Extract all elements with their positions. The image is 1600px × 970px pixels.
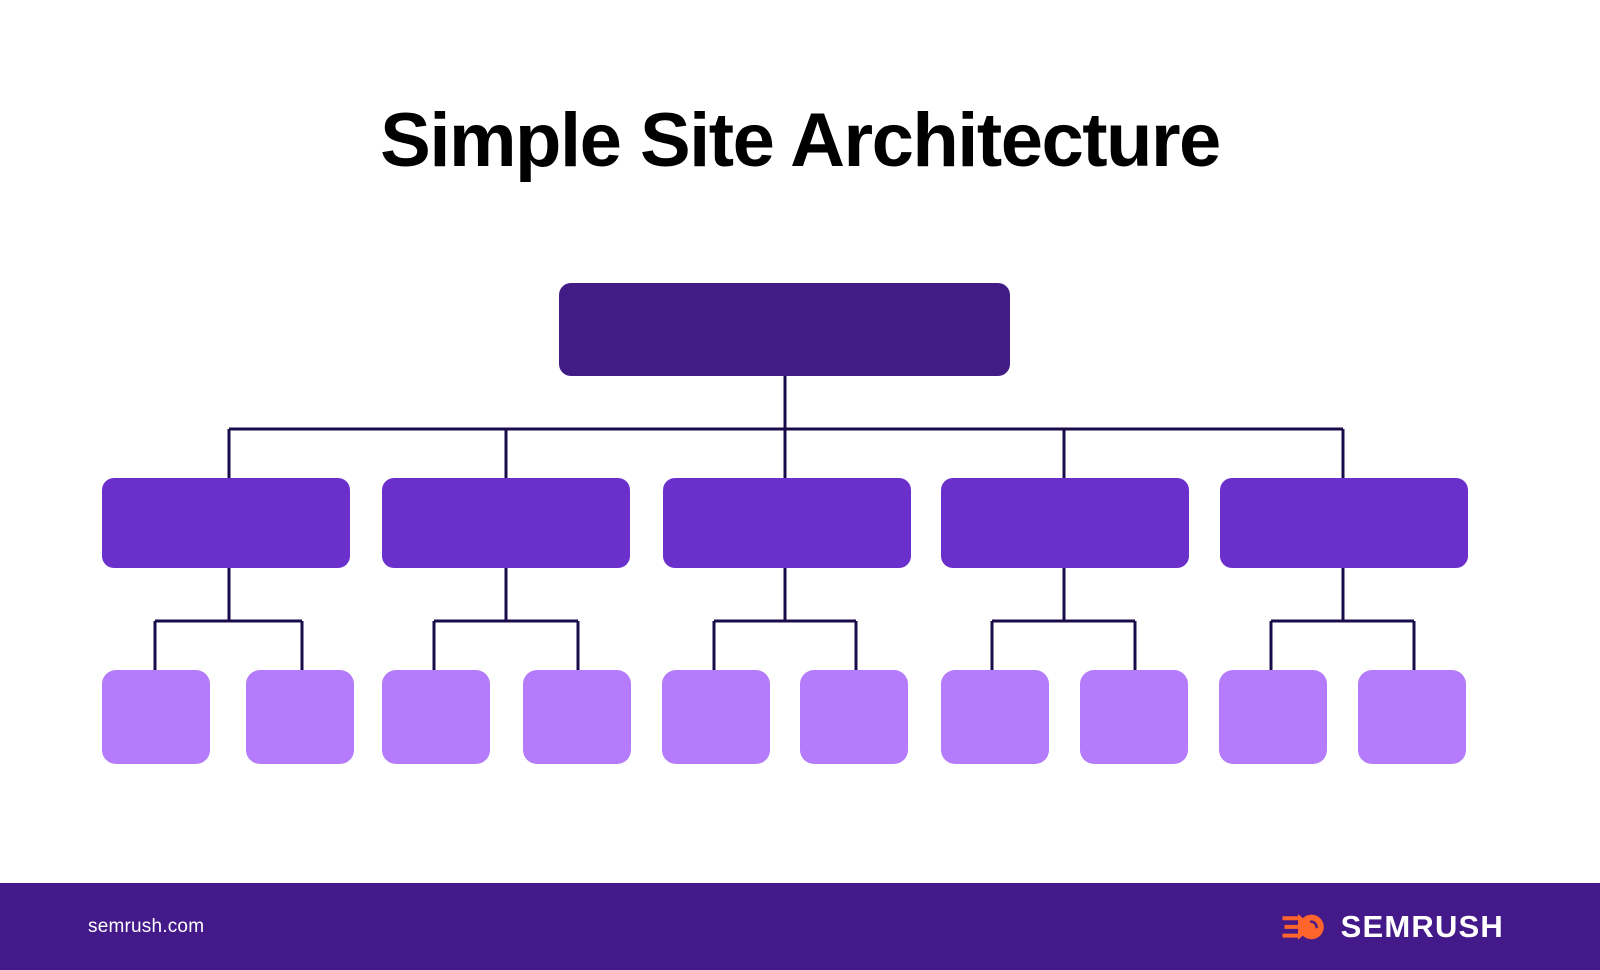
- semrush-comet-icon: [1282, 913, 1324, 940]
- node-level3-9[interactable]: [1219, 670, 1327, 764]
- node-level3-8[interactable]: [1080, 670, 1188, 764]
- semrush-logo[interactable]: SEMRUSH: [1282, 910, 1504, 944]
- node-level3-3[interactable]: [382, 670, 490, 764]
- node-level3-6[interactable]: [800, 670, 908, 764]
- footer-bar: semrush.com SEMRUSH: [0, 883, 1600, 970]
- node-level3-1[interactable]: [102, 670, 210, 764]
- site-architecture-diagram: [102, 283, 1468, 764]
- page-title: Simple Site Architecture: [380, 98, 1221, 183]
- node-level3-10[interactable]: [1358, 670, 1466, 764]
- footer-website-url[interactable]: semrush.com: [88, 915, 205, 937]
- node-level3-2[interactable]: [246, 670, 354, 764]
- node-level2-4[interactable]: [941, 478, 1189, 568]
- node-level2-5[interactable]: [1220, 478, 1468, 568]
- node-level2-1[interactable]: [102, 478, 350, 568]
- node-level2-3[interactable]: [663, 478, 911, 568]
- node-level2-2[interactable]: [382, 478, 630, 568]
- connector-lines: [153, 376, 1416, 670]
- node-root[interactable]: [559, 283, 1010, 376]
- node-level3-5[interactable]: [662, 670, 770, 764]
- node-level3-4[interactable]: [523, 670, 631, 764]
- semrush-wordmark: SEMRUSH: [1340, 909, 1504, 944]
- node-level3-7[interactable]: [941, 670, 1049, 764]
